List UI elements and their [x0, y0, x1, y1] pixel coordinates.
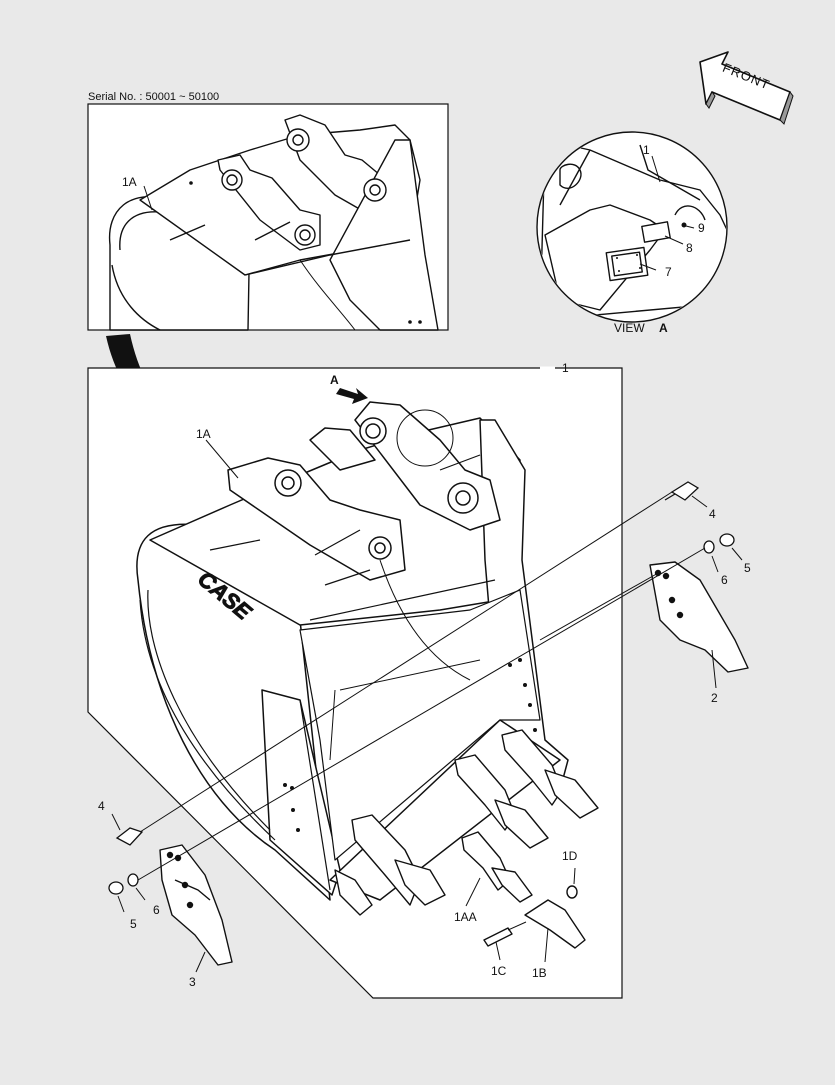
side-cutter-right	[649, 561, 749, 673]
callout-4-right: 4	[709, 507, 716, 521]
callout-5-right: 5	[744, 561, 751, 575]
tooth-3	[501, 729, 599, 819]
callout-7: 7	[665, 265, 672, 279]
washer-right	[703, 540, 715, 554]
front-arrow-shape	[699, 51, 791, 121]
view-a-detail: 1 9 8 7 VIEW A	[536, 131, 728, 335]
lock-1d	[566, 885, 578, 899]
callout-1a-inset: 1A	[122, 175, 137, 189]
main-bucket-assembly: 1 A	[87, 361, 751, 999]
callout-1aa: 1AA	[454, 910, 477, 924]
callout-1-view: 1	[643, 143, 650, 157]
view-a-arrow-letter: A	[330, 373, 339, 387]
callout-5-left: 5	[130, 917, 137, 931]
tooth-1b	[524, 899, 586, 949]
view-label: VIEW	[614, 321, 645, 335]
callout-1a-main: 1A	[196, 427, 211, 441]
callout-6-right: 6	[721, 573, 728, 587]
washer-left	[127, 873, 139, 887]
callout-8: 8	[686, 241, 693, 255]
nut-left	[108, 881, 124, 895]
callout-4-left: 4	[98, 799, 105, 813]
callout-1b: 1B	[532, 966, 547, 980]
front-arrow: FRONT	[699, 51, 794, 125]
callout-6-left: 6	[153, 903, 160, 917]
view-a-arrow	[336, 388, 368, 404]
inset-serial-detail: 1A	[87, 103, 449, 331]
callout-2: 2	[711, 691, 718, 705]
serial-number-label: Serial No. : 50001 ~ 50100	[88, 91, 219, 103]
pin-1c	[483, 927, 513, 947]
callout-1-main: 1	[562, 361, 569, 375]
tooth-2	[454, 754, 549, 849]
callout-1d: 1D	[562, 849, 578, 863]
callout-3: 3	[189, 975, 196, 989]
tooth-corner	[334, 869, 373, 916]
tooth-1	[351, 814, 446, 906]
view-letter: A	[659, 321, 668, 335]
side-cutter-left	[159, 844, 233, 966]
tooth-1aa	[461, 831, 533, 903]
callout-1c: 1C	[491, 964, 507, 978]
nut-right	[719, 533, 735, 547]
callout-9: 9	[698, 221, 705, 235]
